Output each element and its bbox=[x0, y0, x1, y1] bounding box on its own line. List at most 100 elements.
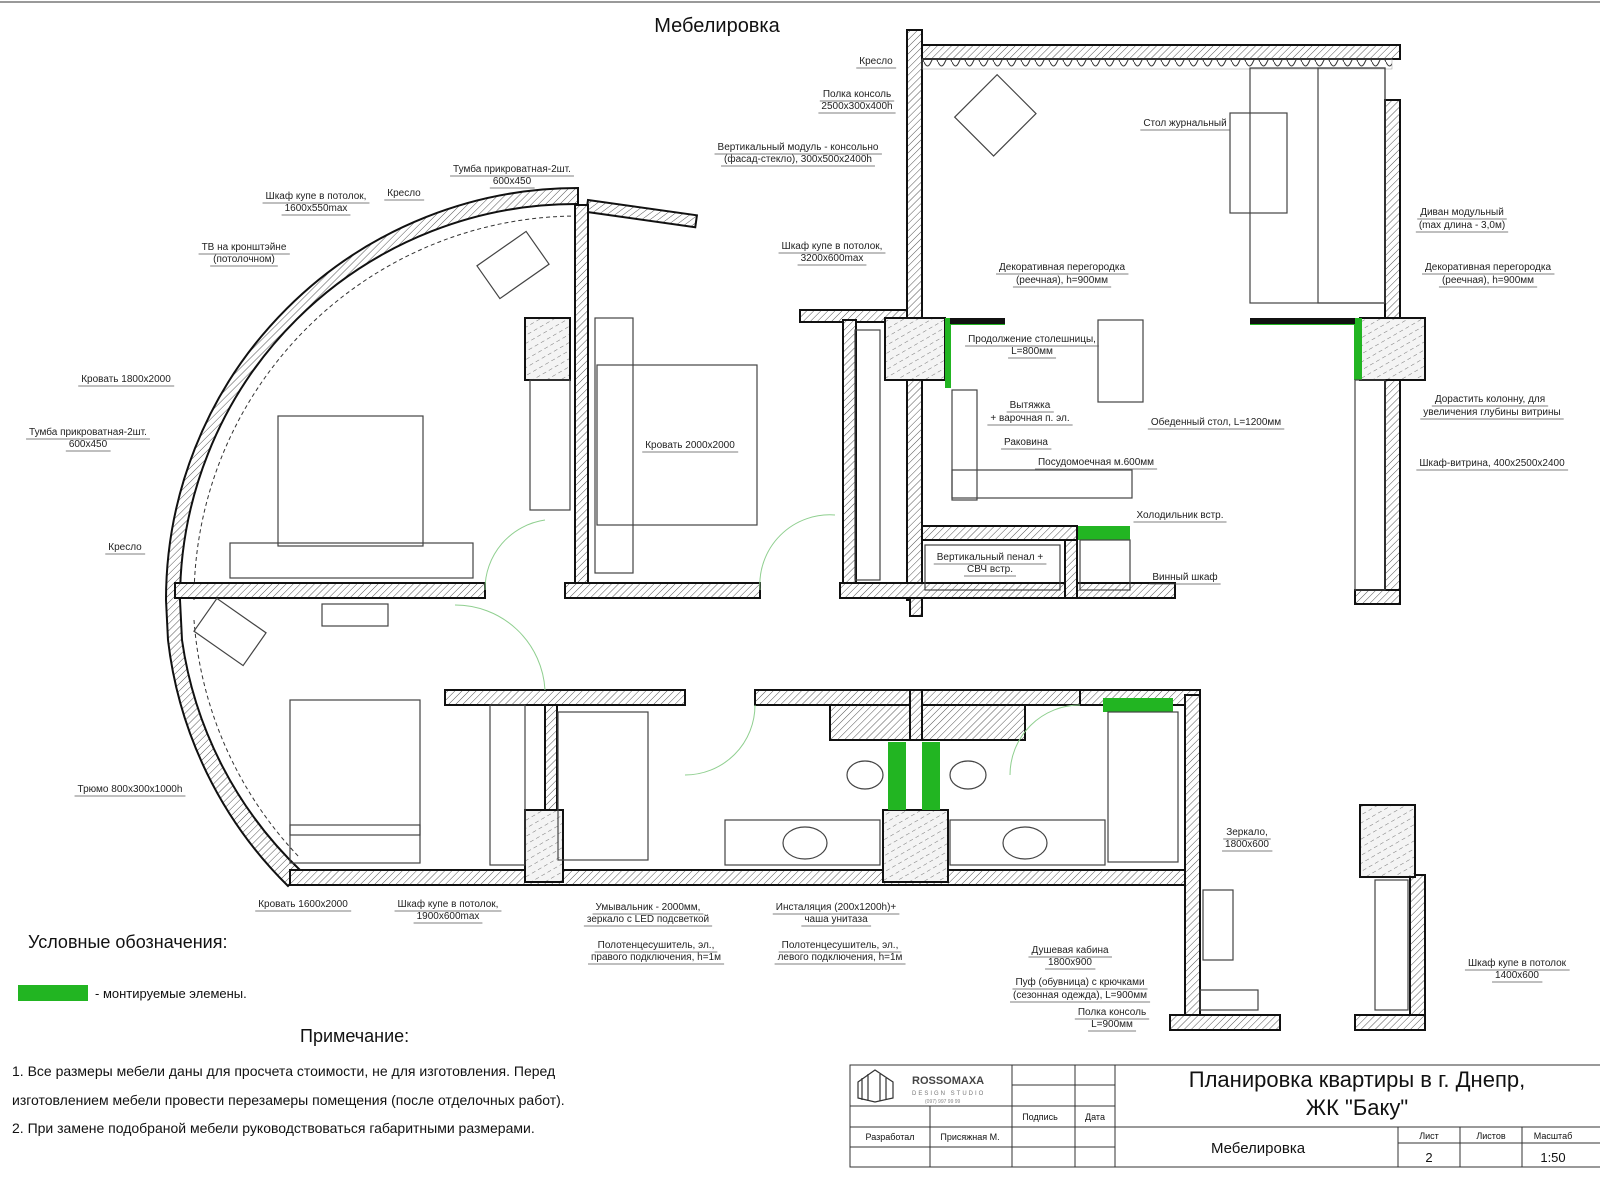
pouf bbox=[1202, 889, 1234, 961]
label-hood: Вытяжка bbox=[1010, 400, 1051, 411]
label-armchair-bedroom: Кресло bbox=[387, 188, 421, 199]
label-column-extension-2: увеличения глубины витрины bbox=[1423, 406, 1560, 418]
columns bbox=[524, 317, 1426, 883]
label-column-extension: Дорастить колонну, для bbox=[1435, 394, 1545, 405]
label-bed-1600: Кровать 1600x2000 bbox=[258, 899, 348, 910]
shower-cabin bbox=[1107, 711, 1179, 863]
label-bedside-tables-2: Тумба прикроватная-2шт. bbox=[29, 426, 147, 438]
label-bedside-tables-1-size: 600x450 bbox=[493, 176, 532, 187]
label-toilet-installation: Инсталяция (200x1200h)+ bbox=[776, 902, 897, 913]
label-wardrobe-1600: Шкаф купе в потолок, bbox=[266, 190, 367, 202]
title-block: ROSSOMAXA DESIGN STUDIO (097) 997 99 99 … bbox=[849, 1064, 1600, 1168]
armchair-bedroom-2 bbox=[193, 597, 267, 667]
signature-label: Подпись bbox=[1022, 1112, 1058, 1122]
wardrobe-1400 bbox=[1374, 879, 1409, 1011]
label-countertop: Продолжение столешницы, bbox=[968, 334, 1096, 345]
wardrobe-3200 bbox=[854, 329, 881, 581]
curved-wall bbox=[164, 186, 579, 888]
label-pouf-size: (сезонная одежда), L=900мм bbox=[1013, 990, 1147, 1001]
label-wardrobe-1900-size: 1900x600max bbox=[417, 911, 480, 922]
label-sofa-size: (max длина - 3,0м) bbox=[1419, 220, 1505, 231]
bed-1800x2000 bbox=[277, 415, 424, 547]
note-line-1: 1. Все размеры мебели даны для просчета … bbox=[12, 1063, 555, 1079]
label-bed-2000: Кровать 2000x2000 bbox=[645, 440, 735, 451]
bedside-tables bbox=[229, 542, 474, 579]
notes-title: Примечание: bbox=[300, 1026, 409, 1046]
microwave-column bbox=[924, 544, 1061, 591]
label-countertop-size: L=800мм bbox=[1011, 346, 1053, 357]
label-towel-warmer-left-2: левого подключения, h=1м bbox=[778, 952, 903, 963]
label-bed-1800: Кровать 1800x2000 bbox=[81, 374, 171, 385]
scale-label: Масштаб bbox=[1534, 1131, 1573, 1141]
sheets-label: Листов bbox=[1476, 1131, 1505, 1141]
logo-name: ROSSOMAXA bbox=[912, 1075, 984, 1087]
label-wine-cabinet: Винный шкаф bbox=[1152, 571, 1217, 583]
label-dining-table: Обеденный стол, L=1200мм bbox=[1151, 416, 1281, 428]
rossomaxa-logo: ROSSOMAXA DESIGN STUDIO (097) 997 99 99 bbox=[857, 1069, 984, 1105]
developer-name: Присяжная М. bbox=[940, 1132, 999, 1142]
label-wardrobe-1600-size: 1600x550max bbox=[285, 203, 348, 214]
bathtub-left bbox=[557, 711, 649, 861]
armchair-living bbox=[953, 73, 1037, 157]
sheet-name: Мебелировка bbox=[1211, 1140, 1306, 1157]
label-coffee-table: Стол журнальный bbox=[1143, 118, 1226, 129]
label-vertical-module-size: (фасад-стекло), 300x500x2400h bbox=[724, 153, 872, 165]
label-shower-cabin-size: 1800x900 bbox=[1048, 957, 1092, 968]
logo-phone: (097) 997 99 99 bbox=[925, 1099, 961, 1105]
bed-1600x2000 bbox=[289, 699, 421, 836]
toilet-left bbox=[846, 760, 884, 790]
note-line-2: изготовлением мебели провести перезамеры… bbox=[12, 1092, 565, 1108]
label-sink: Раковина bbox=[1004, 437, 1048, 448]
curtain bbox=[921, 58, 1393, 70]
label-wardrobe-1400: Шкаф купе в потолок bbox=[1468, 957, 1567, 969]
sheet-label: Лист bbox=[1419, 1131, 1439, 1141]
wine-cabinet bbox=[1079, 539, 1131, 591]
label-partition-right: Декоративная перегородка bbox=[1425, 262, 1551, 273]
label-console-shelf: Полка консоль bbox=[823, 89, 891, 100]
label-hob: + варочная п. эл. bbox=[990, 413, 1069, 424]
label-console-shelf-size: 2500x300x400h bbox=[821, 101, 892, 112]
label-sofa: Диван модульный bbox=[1420, 207, 1504, 218]
notes: Примечание: 1. Все размеры мебели даны д… bbox=[12, 1026, 565, 1136]
label-mirror-size: 1800x600 bbox=[1225, 839, 1269, 850]
coffee-table bbox=[1229, 112, 1288, 214]
label-bedside-tables-2-size: 600x450 bbox=[69, 439, 108, 450]
project-title-line-1: Планировка квартиры в г. Днепр, bbox=[1189, 1067, 1525, 1092]
sheet-number: 2 bbox=[1425, 1150, 1432, 1165]
label-towel-warmer-left: Полотенцесушитель, эл., bbox=[782, 940, 899, 951]
scale-value: 1:50 bbox=[1540, 1150, 1565, 1165]
label-fridge: Холодильник встр. bbox=[1136, 510, 1223, 521]
label-towel-warmer-right: Полотенцесушитель, эл., bbox=[598, 940, 715, 951]
wardrobe-1900 bbox=[489, 704, 526, 866]
legend-item-mounted: - монтируемые элемены. bbox=[95, 986, 247, 1001]
label-partition-left-size: (реечная), h=900мм bbox=[1016, 275, 1108, 286]
legend-title: Условные обозначения: bbox=[28, 932, 227, 952]
label-led-mirror: зеркало с LED подсветкой bbox=[587, 914, 709, 925]
dresser bbox=[321, 603, 389, 627]
note-line-3: 2. При замене подобраной мебели руководс… bbox=[12, 1120, 535, 1136]
washbasin-right bbox=[949, 819, 1106, 866]
walls bbox=[174, 29, 1426, 1031]
washbasin-left bbox=[724, 819, 881, 866]
label-partition-left: Декоративная перегородка bbox=[999, 262, 1125, 273]
annotation-labels: Кресло Полка консоль 2500x300x400h Верти… bbox=[26, 56, 1570, 1032]
label-armchair-living: Кресло bbox=[859, 56, 893, 67]
console-shelf bbox=[1199, 989, 1259, 1011]
label-console-shelf-hall-size: L=900мм bbox=[1091, 1019, 1133, 1030]
label-tv: ТВ на кронштэйне bbox=[202, 242, 287, 253]
label-washbasin: Умывальник - 2000мм, bbox=[596, 902, 701, 913]
furniture bbox=[193, 67, 1409, 1011]
label-towel-warmer-right-2: правого подключения, h=1м bbox=[591, 952, 721, 963]
date-label: Дата bbox=[1085, 1112, 1105, 1122]
label-dishwasher: Посудомоечная м.600мм bbox=[1038, 457, 1154, 468]
label-partition-right-size: (реечная), h=900мм bbox=[1442, 275, 1534, 286]
dining-table bbox=[1097, 319, 1144, 403]
label-wardrobe-3200: Шкаф купе в потолок, bbox=[782, 240, 883, 252]
label-wardrobe-1900: Шкаф купе в потолок, bbox=[398, 898, 499, 910]
label-bedside-tables-1: Тумба прикроватная-2шт. bbox=[453, 163, 571, 175]
drawing-title: Мебелировка bbox=[654, 15, 780, 37]
wardrobe-1600 bbox=[529, 379, 571, 511]
label-dresser: Трюмо 800x300x1000h bbox=[78, 784, 183, 795]
legend-swatch-mounted bbox=[18, 985, 88, 1001]
